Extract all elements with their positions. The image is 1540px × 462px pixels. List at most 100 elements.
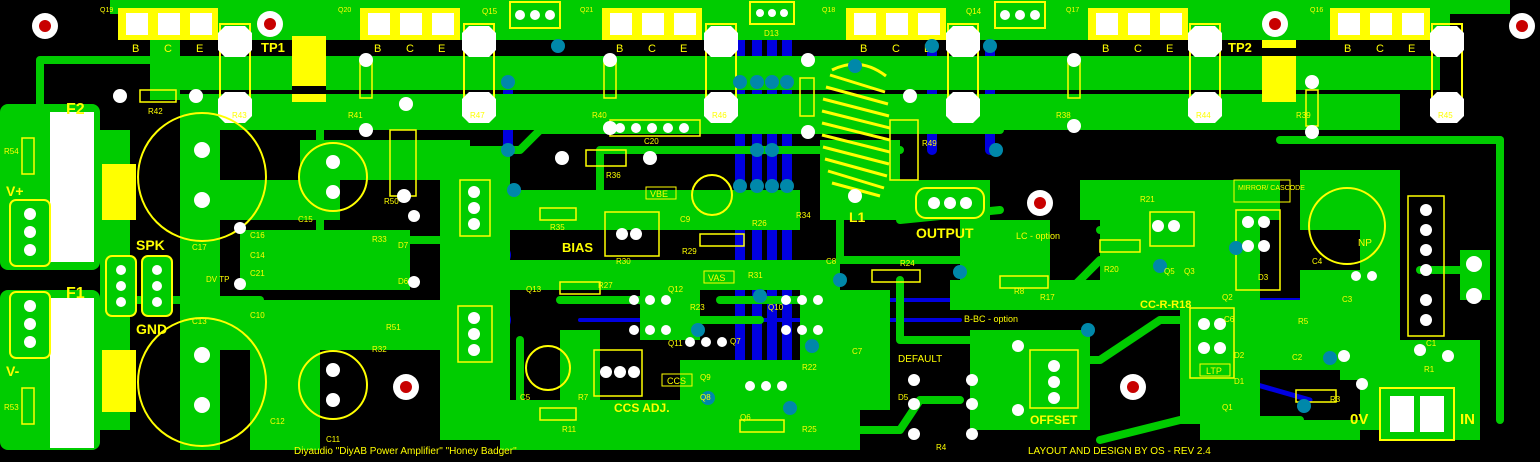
q20-pin-e: E <box>438 43 445 55</box>
ref-q13: Q13 <box>526 285 542 294</box>
spk-label: SPK <box>136 237 165 253</box>
ref-d6: D6 <box>398 277 409 286</box>
default-label: DEFAULT <box>898 354 942 365</box>
ref-r33: R33 <box>372 235 387 244</box>
ref-q3: Q3 <box>1184 267 1195 276</box>
ref-r31: R31 <box>748 271 763 280</box>
mounting-holes <box>32 11 1535 400</box>
transistor-q19: Q19 B C E <box>100 7 218 55</box>
ref-c11: C11 <box>326 435 341 444</box>
q21-label: Q21 <box>580 7 593 14</box>
bc-option-label: B-BC - option <box>964 314 1018 324</box>
tp1-label: TP1 <box>261 40 285 55</box>
ref-q7: Q7 <box>730 337 741 346</box>
ref-r11: R11 <box>562 425 577 434</box>
q21-pin-e: E <box>680 43 687 55</box>
component-outlines <box>389 119 1445 409</box>
emitter-resistors <box>218 23 1464 123</box>
transistor-q21: Q21 B C E <box>580 7 702 55</box>
ref-r27: R27 <box>598 281 613 290</box>
ref-c14: C14 <box>250 251 265 260</box>
transistor-q20: Q20 B C E <box>338 7 460 55</box>
ref-r42: R42 <box>148 107 163 116</box>
ref-c12: C12 <box>270 417 285 426</box>
output-transistors: Q19 B C E Q20 B C E Q21 B C E Q18 B C <box>100 7 1430 55</box>
ref-r32: R32 <box>372 345 387 354</box>
ref-r22: R22 <box>802 363 817 372</box>
ref-q15: Q15 <box>482 7 498 16</box>
ref-r51: R51 <box>386 323 401 332</box>
ref-d5: D5 <box>898 393 909 402</box>
np-label: NP <box>1358 238 1372 249</box>
ref-c6: C6 <box>1224 315 1235 324</box>
cc-r-label: CC-R-R18 <box>1140 299 1191 311</box>
ref-c2: C2 <box>1292 353 1303 362</box>
ref-r30: R30 <box>616 257 631 266</box>
ref-r8: R8 <box>1014 287 1025 296</box>
q17-pin-e: E <box>1166 43 1173 55</box>
ref-c8: C8 <box>826 257 837 266</box>
ref-q5: Q5 <box>1164 267 1175 276</box>
q19-pin-c: C <box>164 43 172 55</box>
ref-q11: Q11 <box>668 339 683 348</box>
ref-r38: R38 <box>1056 111 1071 120</box>
ltp-label: LTP <box>1206 366 1222 376</box>
transistor-q16: Q16 B C E <box>1310 7 1430 55</box>
ref-q2: Q2 <box>1222 293 1233 302</box>
ref-r47: R47 <box>470 111 485 120</box>
v-minus-label: V- <box>6 363 20 379</box>
ref-r53: R53 <box>4 403 19 412</box>
ref-c17: C17 <box>192 243 207 252</box>
ref-q1: Q1 <box>1222 403 1233 412</box>
ref-r21: R21 <box>1140 195 1155 204</box>
bias-label: BIAS <box>562 240 593 255</box>
top-copper-traces <box>36 56 1504 444</box>
q20-pin-c: C <box>406 43 414 55</box>
resistor-bodies <box>21 61 1337 433</box>
q16-pin-b: B <box>1344 43 1351 55</box>
driver-headers <box>509 1 1046 29</box>
input-connector: 0V IN <box>1350 387 1475 441</box>
ref-r36: R36 <box>606 171 621 180</box>
board-title: Diyaudio "DiyAB Power Amplifier" "Honey … <box>294 446 517 457</box>
in-label: IN <box>1460 411 1475 428</box>
f2-label: F2 <box>66 101 85 118</box>
q16-label: Q16 <box>1310 7 1323 14</box>
ref-r7: R7 <box>578 393 589 402</box>
reference-designators: R42 R41 R40 R38 R39 R43 R47 R45 R44 R46 … <box>4 7 1453 452</box>
ref-r5: R5 <box>1298 317 1309 326</box>
ref-r17: R17 <box>1040 293 1055 302</box>
ref-q12: Q12 <box>668 285 684 294</box>
dv-tp-label: DV TP <box>206 275 229 284</box>
ref-d7: D7 <box>398 241 409 250</box>
ref-c3: C3 <box>1342 295 1353 304</box>
output-connector: OUTPUT <box>915 187 985 241</box>
ref-q10: Q10 <box>768 303 784 312</box>
ref-r25: R25 <box>802 425 817 434</box>
ref-d1: D1 <box>1234 377 1245 386</box>
q20-pin-b: B <box>374 43 381 55</box>
ccs-adj-label: CCS ADJ. <box>614 401 670 415</box>
ref-q6: Q6 <box>740 413 751 422</box>
ref-r34: R34 <box>796 211 811 220</box>
q17-pin-c: C <box>1134 43 1142 55</box>
ref-r24: R24 <box>900 259 915 268</box>
q21-pin-b: B <box>616 43 623 55</box>
filter-capacitor-pads <box>194 142 340 413</box>
offset-label: OFFSET <box>1030 413 1078 427</box>
ref-c9: C9 <box>680 215 691 224</box>
lc-option-label: LC - option <box>1016 231 1060 241</box>
ref-r46: R46 <box>712 111 727 120</box>
vas-label: VAS <box>708 273 725 283</box>
mirror-cascode-label: MIRROR/ CASCODE <box>1238 185 1305 192</box>
board-credit: LAYOUT AND DESIGN BY OS - REV 2.4 <box>1028 446 1211 457</box>
q18-label: Q18 <box>822 7 835 14</box>
q19-label: Q19 <box>100 7 113 14</box>
ref-c1: C1 <box>1426 339 1437 348</box>
ref-c7: C7 <box>852 347 863 356</box>
l1-pad <box>848 189 862 203</box>
ref-r29: R29 <box>682 247 697 256</box>
ref-c21: C21 <box>250 269 265 278</box>
silkscreen-labels: VBE BIAS VAS CCS CCS ADJ. DEFAULT OFFSET… <box>562 179 1372 427</box>
